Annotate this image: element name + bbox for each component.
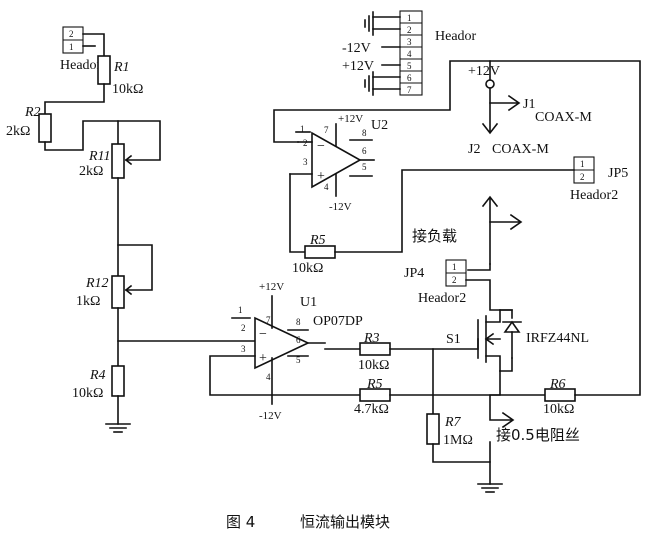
j1-ref: J1 (523, 97, 535, 112)
left-header-pin-2: 2 (69, 29, 74, 39)
u2-pin-3: 3 (303, 157, 308, 167)
ground-symbol-left (105, 423, 131, 433)
figure-title: 恒流输出模块 (300, 513, 390, 531)
left-header: 2 1 Heador2 (60, 26, 108, 73)
r7-value: 1MΩ (443, 433, 473, 448)
supply-terminal (485, 79, 495, 89)
ground-symbol-right (477, 483, 503, 493)
r7-ref: R7 (444, 415, 462, 430)
u1-pin-6: 6 (296, 335, 301, 345)
r4-resistor (111, 365, 125, 397)
top-header-pin-3: 3 (407, 37, 412, 47)
u2-pin-4: 4 (324, 182, 329, 192)
u1-part: OP07DP (313, 314, 363, 329)
u2-ref: U2 (371, 118, 388, 133)
u2-vneg: -12V (329, 201, 352, 213)
u2-minus-sign: − (317, 139, 325, 154)
r12-potentiometer (111, 275, 125, 309)
u1-minus-sign: − (259, 327, 267, 342)
jp5-ref: JP5 (608, 166, 628, 181)
r12-ref: R12 (85, 276, 109, 291)
r11-potentiometer (111, 143, 125, 179)
r4-value: 10kΩ (72, 386, 103, 401)
top-header-pin-7: 7 (407, 85, 412, 95)
top-header-pin-4: 4 (407, 49, 412, 59)
u1-pin-8: 8 (296, 317, 301, 327)
r6-value: 10kΩ (543, 402, 574, 417)
u2-pin-8: 8 (362, 128, 367, 138)
r11-value: 2kΩ (79, 164, 103, 179)
r3-ref: R3 (363, 331, 380, 346)
r7-resistor (426, 413, 440, 445)
r5-lower-value: 4.7kΩ (354, 402, 389, 417)
left-header-pin-1: 1 (69, 42, 74, 52)
r2-resistor (38, 113, 52, 143)
r2-value: 2kΩ (6, 124, 30, 139)
u2-plus-sign: + (317, 169, 325, 184)
u1-vpos: +12V (259, 281, 284, 293)
left-header-label: Heador2 (60, 58, 108, 73)
u1-ref: U1 (300, 295, 317, 310)
r3-value: 10kΩ (358, 358, 389, 373)
u2-pin-6: 6 (362, 146, 367, 156)
supply-top-label: +12V (468, 64, 500, 79)
top-header: 1 2 3 4 5 6 7 Heador (399, 10, 477, 96)
u1-pin-3: 3 (241, 344, 246, 354)
top-header-pin-2: 2 (407, 25, 412, 35)
jp5-pin-1: 1 (580, 159, 585, 169)
u1-pin-1: 1 (238, 305, 243, 315)
u2-pin-5: 5 (362, 162, 367, 172)
r4-ref: R4 (89, 368, 106, 383)
j2-type: COAX-M (492, 142, 549, 157)
r1-resistor (97, 55, 111, 85)
jp4-ref: JP4 (404, 266, 424, 281)
top-header-label: Heador (435, 29, 477, 44)
r11-ref: R11 (88, 149, 111, 164)
mosfet-s1: S1 IRFZ44NL (446, 309, 589, 372)
u2-pin-1: 1 (300, 124, 305, 134)
j1-type: COAX-M (535, 110, 592, 125)
u1-pin-2: 2 (241, 323, 246, 333)
jp4-header: 1 2 JP4 Heador2 (404, 259, 467, 306)
u1-plus-sign: + (259, 351, 267, 366)
r1-value: 10kΩ (112, 82, 143, 97)
wire-note: 接0.5电阻丝 (496, 426, 580, 444)
jp4-label: Heador2 (418, 291, 466, 306)
r12-value: 1kΩ (76, 294, 100, 309)
top-header-pos-supply: +12V (342, 59, 374, 74)
r5-upper-ref: R5 (309, 233, 326, 248)
u1-opamp: − + U1 OP07DP +12V -12V 1 2 3 4 5 6 7 8 (238, 281, 363, 422)
j2-ref: J2 (468, 142, 480, 157)
top-header-pin-1: 1 (407, 13, 412, 23)
r1-ref: R1 (113, 60, 130, 75)
u1-vneg: -12V (259, 410, 282, 422)
u1-pin-5: 5 (296, 355, 301, 365)
r6-ref: R6 (549, 377, 566, 392)
load-note: 接负载 (412, 227, 457, 245)
r2-ref: R2 (24, 105, 41, 120)
u2-vpos: +12V (338, 113, 363, 125)
u2-pin-7: 7 (324, 125, 329, 135)
u2-pin-2: 2 (303, 138, 308, 148)
r5-upper-value: 10kΩ (292, 261, 323, 276)
s1-ref: S1 (446, 332, 461, 347)
top-header-pin-5: 5 (407, 61, 412, 71)
r5-lower-ref: R5 (366, 377, 383, 392)
top-header-pin-6: 6 (407, 73, 412, 83)
u2-opamp: − + U2 +12V -12V 1 2 3 4 5 6 7 8 (300, 113, 388, 213)
top-header-neg-supply: -12V (342, 41, 371, 56)
jp5-label: Heador2 (570, 188, 618, 203)
figure-number: 图 4 (226, 513, 255, 531)
s1-part: IRFZ44NL (526, 331, 589, 346)
jp4-pin-2: 2 (452, 275, 457, 285)
jp4-pin-1: 1 (452, 262, 457, 272)
jp5-header: 1 2 JP5 Heador2 (570, 156, 628, 203)
jp5-pin-2: 2 (580, 172, 585, 182)
u1-pin-4: 4 (266, 372, 271, 382)
u1-pin-7: 7 (266, 315, 271, 325)
